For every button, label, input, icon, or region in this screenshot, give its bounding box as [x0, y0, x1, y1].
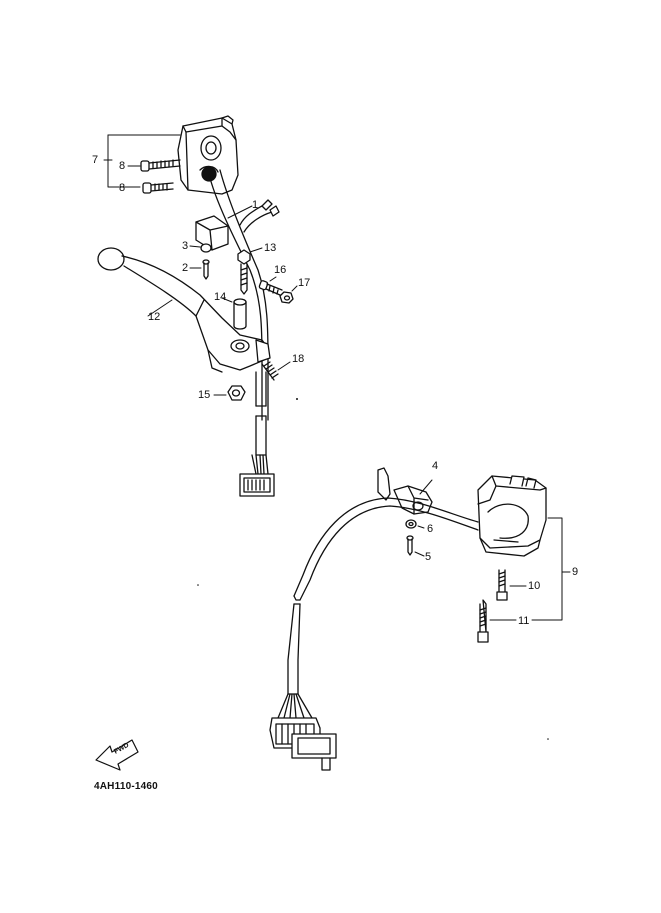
part-label-4: 4	[432, 460, 439, 472]
part-label-8-lower: 8	[119, 182, 126, 194]
part-label-16: 16	[274, 264, 287, 276]
left-handlebar-switch-housing	[178, 116, 238, 194]
part-label-12: 12	[148, 311, 161, 323]
part-label-18: 18	[292, 353, 305, 365]
part-label-10: 10	[528, 580, 541, 592]
housing-screw-upper	[141, 160, 180, 171]
leader-1	[228, 206, 252, 218]
drawing-code: 4AH110-1460	[94, 781, 158, 792]
left-connector	[240, 455, 274, 496]
adjuster-18	[262, 362, 290, 380]
right-wire-harness	[288, 498, 478, 694]
part-label-5: 5	[425, 551, 432, 563]
bolt-16	[259, 277, 282, 295]
part-label-3: 3	[182, 240, 189, 252]
pivot-bolt-13	[238, 248, 262, 294]
washer-3	[190, 244, 211, 252]
nut-17	[280, 286, 297, 303]
part-label-7: 7	[92, 154, 99, 166]
part-label-8-upper: 8	[119, 160, 126, 172]
housing-screw-lower	[143, 183, 173, 193]
part-label-17: 17	[298, 277, 311, 289]
screw-11	[478, 600, 516, 642]
screw-10	[497, 570, 526, 600]
lead-terminals	[262, 200, 279, 216]
collar-14	[222, 298, 246, 329]
scan-dots	[197, 398, 549, 740]
part-label-2: 2	[182, 262, 189, 274]
forward-arrow-icon	[96, 740, 138, 770]
leader-bracket-9	[532, 518, 570, 620]
screw-2	[190, 260, 209, 279]
part-label-6: 6	[427, 523, 434, 535]
nut-15	[214, 386, 245, 400]
part-label-14: 14	[214, 291, 227, 303]
part-label-11: 11	[518, 615, 530, 627]
right-handlebar-switch-housing	[478, 476, 546, 556]
brake-switch-bracket	[378, 468, 432, 514]
right-connector	[270, 694, 336, 770]
clutch-switch	[196, 216, 228, 250]
washer-6	[406, 520, 424, 528]
part-label-9: 9	[572, 566, 579, 578]
part-label-13: 13	[264, 242, 277, 254]
clutch-lever-12	[98, 248, 270, 372]
part-label-1: 1	[252, 199, 259, 211]
left-cable-sleeve	[256, 372, 266, 455]
left-wire-harness	[209, 170, 272, 420]
leader-bracket-7	[104, 135, 180, 187]
part-label-15: 15	[198, 389, 211, 401]
screw-5	[407, 536, 424, 556]
